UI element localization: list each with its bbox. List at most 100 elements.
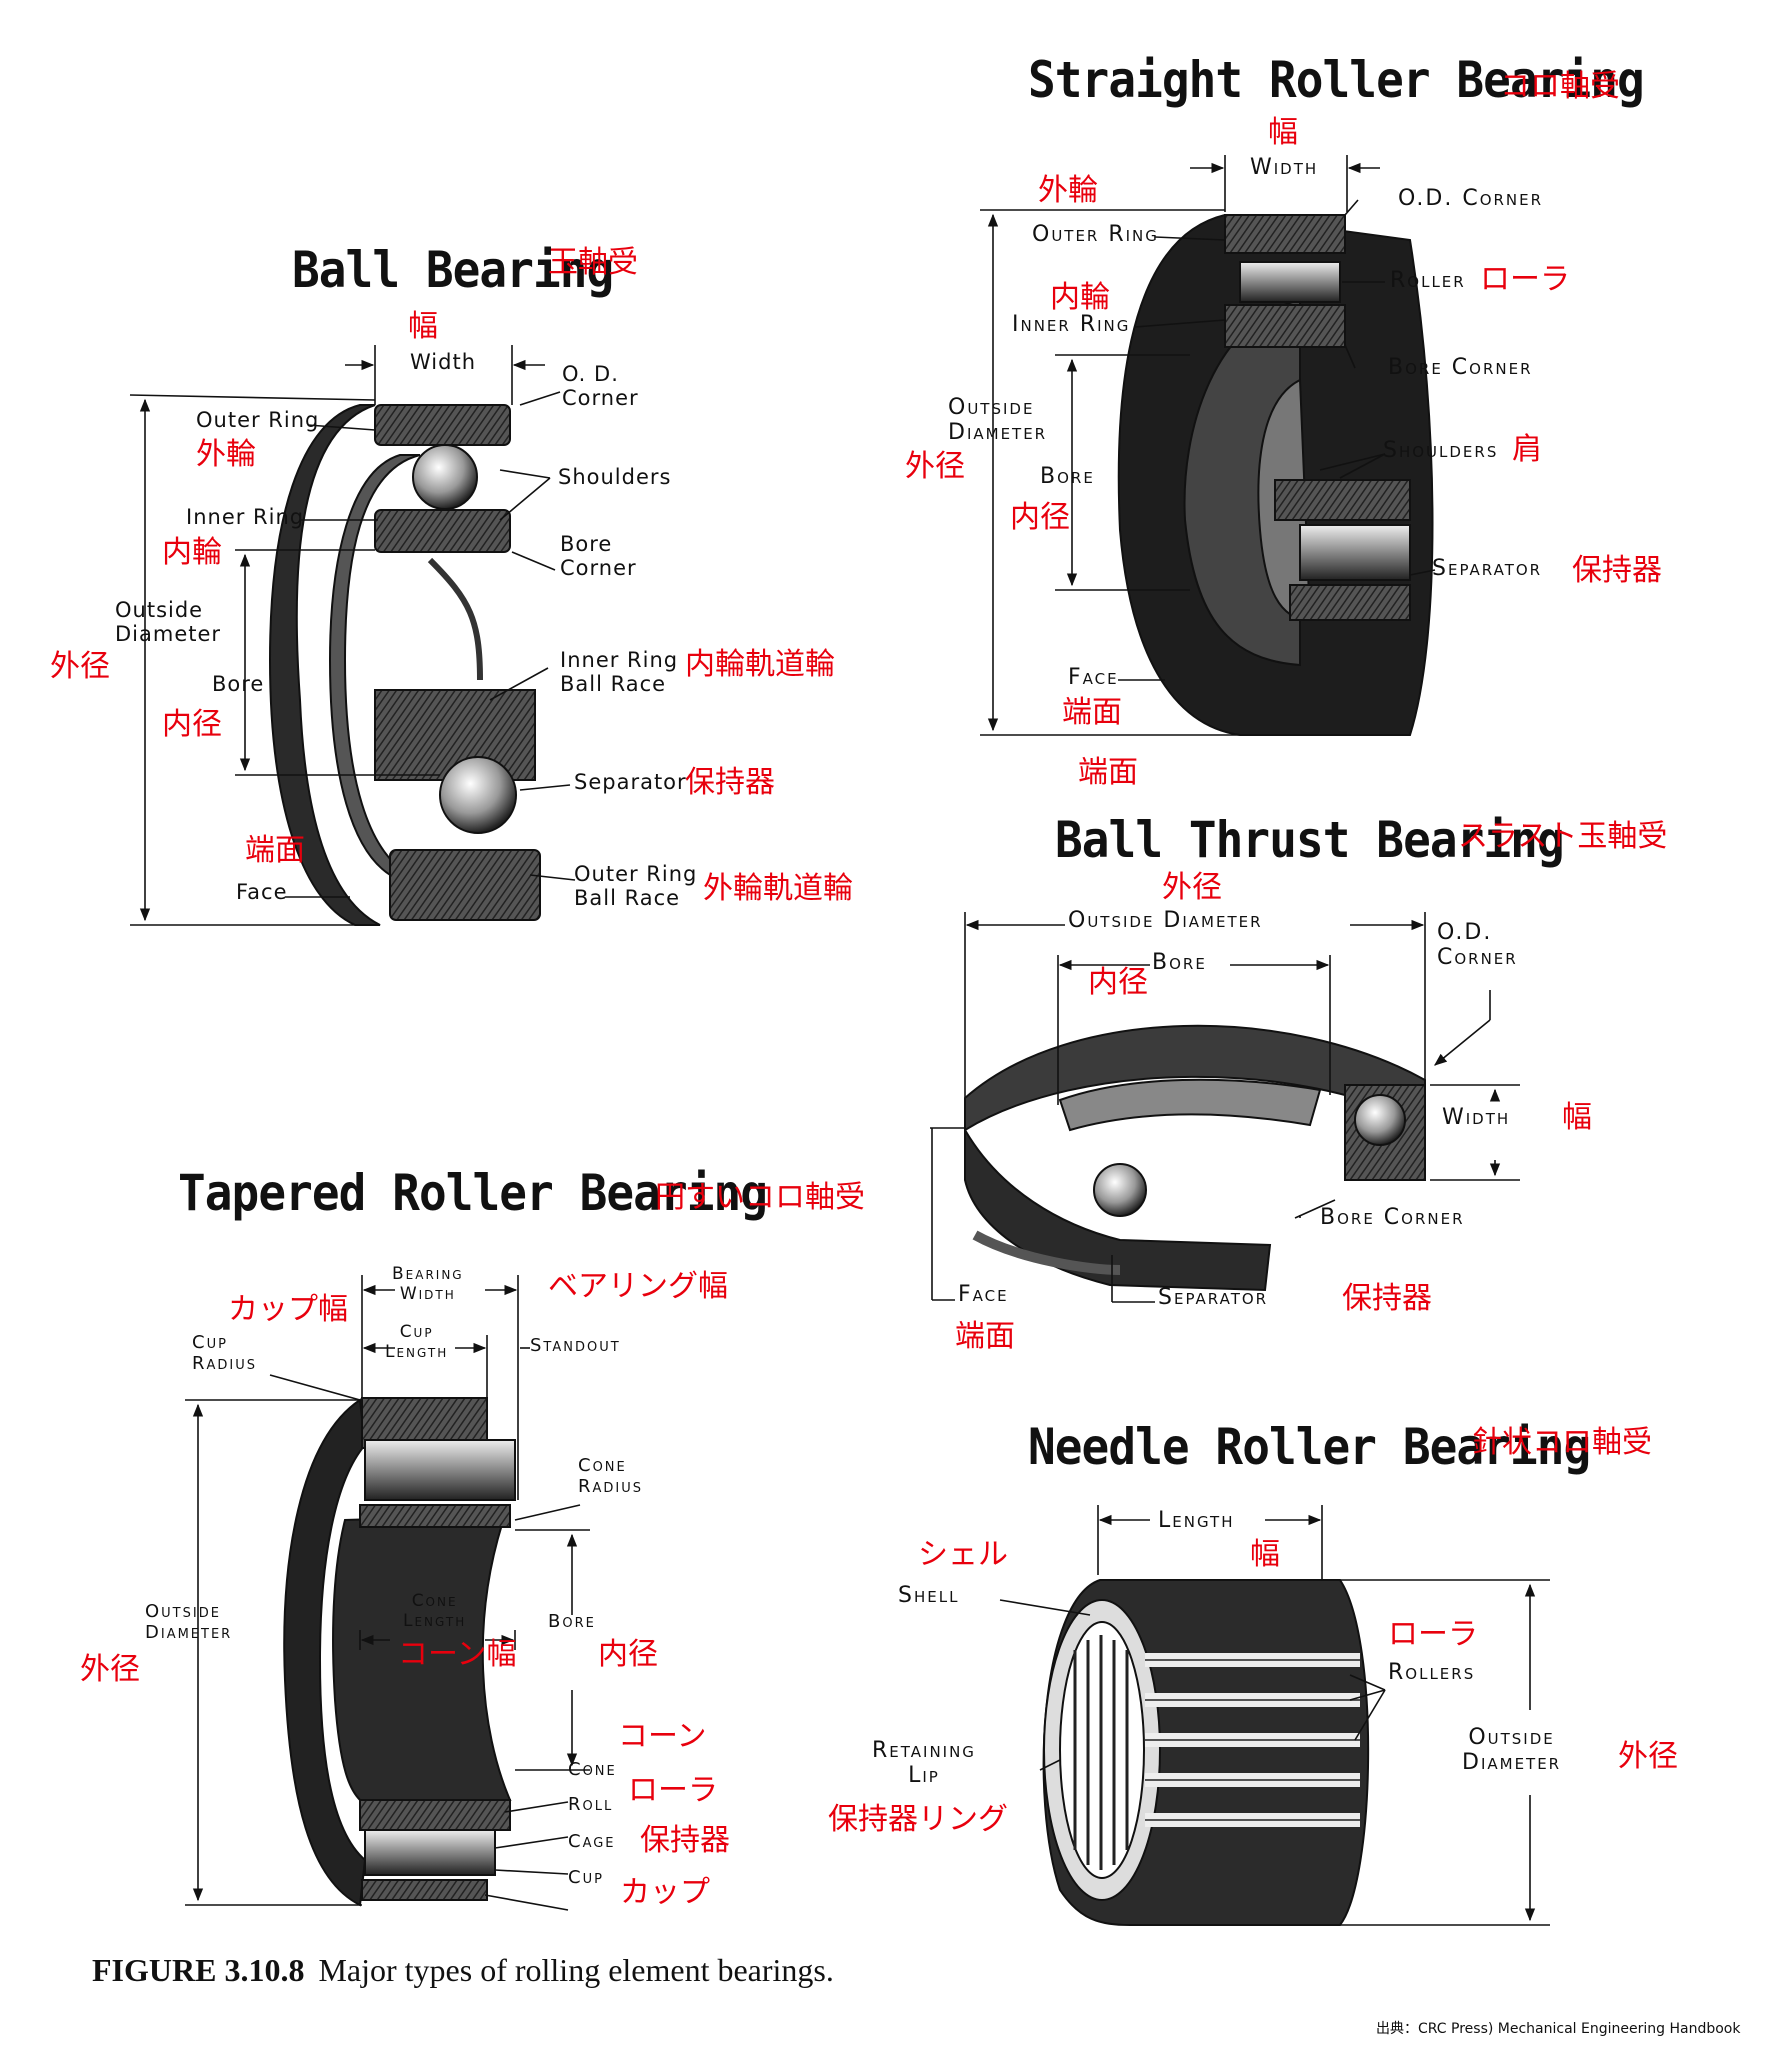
thrust-outside-diameter-ja: 外径 [1162,870,1222,905]
ball-outside-diameter-label: Outside Diameter [115,598,222,647]
tapered-cage-label: Cage [568,1831,616,1852]
straight-outer-ring-ja: 外輪 [1038,173,1098,208]
tapered-title-ja: 円すいコロ軸受 [655,1180,865,1215]
tapered-cone-length-label: Cone Length [403,1591,467,1631]
ball-inner-ring-ja: 内輪 [162,535,222,570]
tapered-bearing-width-label: Bearing Width [392,1264,464,1304]
tapered-cup-width-ja: カップ幅 [228,1292,348,1327]
tapered-bore-ja: 内径 [598,1637,658,1672]
straight-face-ja-2: 端面 [1078,755,1138,790]
straight-separator-label: Separator [1432,556,1543,581]
tapered-roller-drawing [283,1397,516,1907]
tapered-cup-label: Cup [568,1867,604,1888]
ball-width-label: Width [410,350,477,374]
thrust-bore-corner-label: Bore Corner [1320,1205,1465,1230]
straight-separator-ja: 保持器 [1572,553,1662,588]
tapered-cone-length-ja: コーン幅 [398,1637,517,1672]
ball-inner-ring-label: Inner Ring [186,505,305,529]
straight-outer-ring-label: Outer Ring [1032,222,1159,247]
ball-outer-race-ja: 外輪軌道輪 [703,871,853,906]
tapered-cup-radius-label: Cup Radius [192,1332,258,1374]
tapered-bore-label: Bore [548,1611,596,1632]
thrust-face-ja: 端面 [955,1319,1015,1354]
thrust-bearing-callouts [930,912,1520,1303]
straight-bore-corner-label: Bore Corner [1388,355,1533,380]
straight-outside-diameter-label: Outside Diameter [948,395,1048,446]
ball-bearing-drawing [268,404,541,926]
ball-inner-race-label: Inner Ring Ball Race [560,648,679,697]
needle-retaining-lip-ja: 保持器リング [828,1802,1008,1837]
straight-bore-label: Bore [1040,464,1095,489]
needle-retaining-lip-label: Retaining Lip [872,1738,976,1789]
straight-outside-diameter-ja: 外径 [905,449,965,484]
thrust-width-label: Width [1442,1105,1511,1130]
thrust-separator-ja: 保持器 [1342,1281,1432,1316]
needle-title: Needle Roller Bearing [1028,1418,1591,1476]
needle-rollers-label: Rollers [1388,1660,1476,1685]
ball-face-label: Face [236,880,288,904]
thrust-bore-label: Bore [1152,950,1207,975]
needle-length-ja: 幅 [1250,1537,1280,1572]
straight-roller-label: Roller [1390,268,1466,293]
ball-width-ja: 幅 [408,309,438,344]
thrust-outside-diameter-label: Outside Diameter [1068,908,1263,933]
needle-shell-ja: シェル [918,1537,1008,1572]
ball-bearing-title: Ball Bearing [292,241,614,299]
ball-separator-label: Separator [574,770,687,794]
needle-length-label: Length [1158,1508,1235,1533]
straight-roller-title-ja: コロ軸受 [1500,69,1620,104]
ball-outer-ring-ja: 外輪 [196,437,256,472]
source-credit: 出典：CRC Press) Mechanical Engineering Han… [1376,2021,1741,2037]
figure-caption-text: Major types of rolling element bearings. [318,1952,834,1988]
needle-shell-label: Shell [898,1583,960,1608]
thrust-bore-ja: 内径 [1088,965,1148,1000]
straight-shoulders-label: Shoulders [1383,438,1499,463]
needle-roller-drawing [1042,1579,1370,1926]
ball-face-ja: 端面 [245,833,305,868]
figure-caption: FIGURE 3.10.8 Major types of rolling elem… [92,1952,834,1989]
straight-face-ja: 端面 [1062,695,1122,730]
tapered-cone-ja: コーン [618,1719,707,1754]
ball-inner-race-ja: 内輪軌道輪 [685,647,835,682]
tapered-roller-callouts [185,1275,590,1911]
thrust-width-ja: 幅 [1562,1100,1592,1135]
tapered-title: Tapered Roller Bearing [178,1164,768,1222]
tapered-standout-label: Standout [530,1335,621,1356]
needle-outside-diameter-label: Outside Diameter [1462,1725,1562,1776]
needle-roller-callouts [999,1505,1550,1926]
thrust-face-label: Face [958,1282,1009,1307]
ball-shoulders-label: Shoulders [558,465,672,489]
ball-bearing-title-ja: 玉軸受 [548,245,638,280]
tapered-outside-diameter-ja: 外径 [80,1652,140,1687]
straight-width-ja: 幅 [1268,115,1298,150]
straight-roller-title: Straight Roller Bearing [1028,51,1645,109]
thrust-title-ja: スラスト玉軸受 [1458,819,1668,854]
ball-separator-ja: 保持器 [685,765,775,800]
ball-od-corner-label: O. D. Corner [562,362,639,411]
tapered-cage-ja: 保持器 [640,1823,730,1858]
tapered-outside-diameter-label: Outside Diameter [145,1601,233,1643]
straight-bore-ja: 内径 [1010,500,1070,535]
ball-outer-race-label: Outer Ring Ball Race [574,862,698,911]
tapered-cup-ja: カップ [620,1875,710,1910]
thrust-bearing-drawing [964,1024,1426,1292]
needle-title-ja: 針状コロ軸受 [1472,1425,1652,1460]
ball-bore-ja: 内径 [162,707,222,742]
straight-face-label: Face [1068,665,1119,690]
straight-roller-ja: ローラ [1480,262,1570,297]
tapered-roll-label: Roll [568,1794,614,1815]
needle-outside-diameter-ja: 外径 [1618,1739,1678,1774]
straight-inner-ring-ja: 内輪 [1050,280,1110,315]
tapered-bearing-width-ja: ベアリング幅 [548,1269,728,1304]
tapered-cup-length-label: Cup Length [385,1322,449,1362]
straight-roller-drawing [1117,213,1434,736]
straight-od-corner-label: O.D. Corner [1398,186,1544,211]
tapered-roll-ja: ローラ [628,1773,718,1808]
tapered-cone-label: Cone [568,1759,617,1780]
figure-number: FIGURE 3.10.8 [92,1952,305,1988]
ball-bore-corner-label: Bore Corner [560,532,637,581]
thrust-od-corner-label: O.D. Corner [1437,920,1518,971]
straight-roller-callouts [980,155,1436,736]
tapered-cone-radius-label: Cone Radius [578,1455,644,1497]
